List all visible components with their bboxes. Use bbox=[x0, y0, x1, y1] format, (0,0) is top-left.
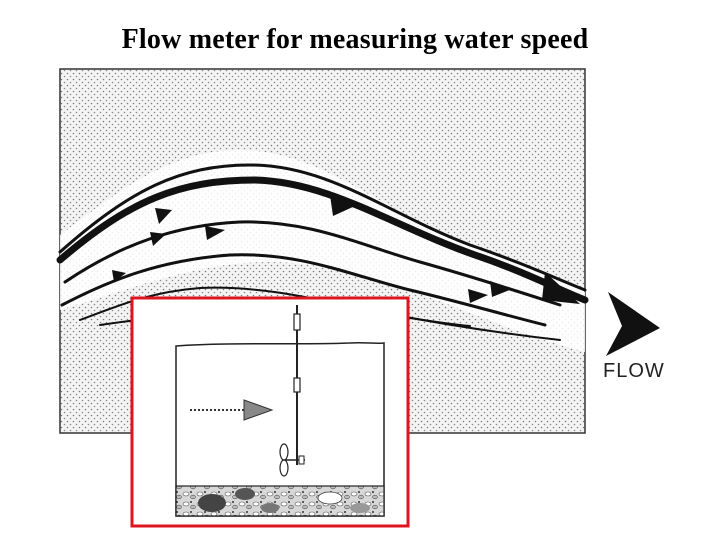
flow-arrowheads bbox=[112, 195, 580, 304]
water-flow-arrowhead bbox=[243, 399, 274, 421]
rod-clamp bbox=[293, 313, 301, 331]
flow-direction-arrow: FLOW bbox=[603, 292, 665, 382]
meter-body bbox=[298, 455, 305, 465]
arrowhead bbox=[155, 208, 172, 224]
rock bbox=[350, 503, 370, 513]
slide-title: Flow meter for measuring water speed bbox=[121, 24, 589, 55]
rock bbox=[235, 488, 255, 500]
propeller-blade bbox=[279, 443, 289, 461]
water-body bbox=[175, 341, 385, 517]
flow-label: FLOW bbox=[603, 360, 665, 382]
arrowhead bbox=[468, 289, 488, 303]
arrowhead bbox=[490, 281, 512, 297]
rock bbox=[317, 491, 343, 505]
rod-clamp bbox=[293, 377, 301, 393]
rock bbox=[198, 494, 226, 512]
arrowhead bbox=[542, 272, 580, 304]
rock bbox=[261, 503, 279, 513]
arrowhead bbox=[205, 226, 225, 240]
arrowhead bbox=[150, 232, 166, 246]
propeller-blade bbox=[279, 459, 289, 477]
flow-meter-inset bbox=[130, 296, 410, 528]
arrowhead bbox=[112, 270, 126, 282]
arrowhead bbox=[330, 195, 355, 216]
